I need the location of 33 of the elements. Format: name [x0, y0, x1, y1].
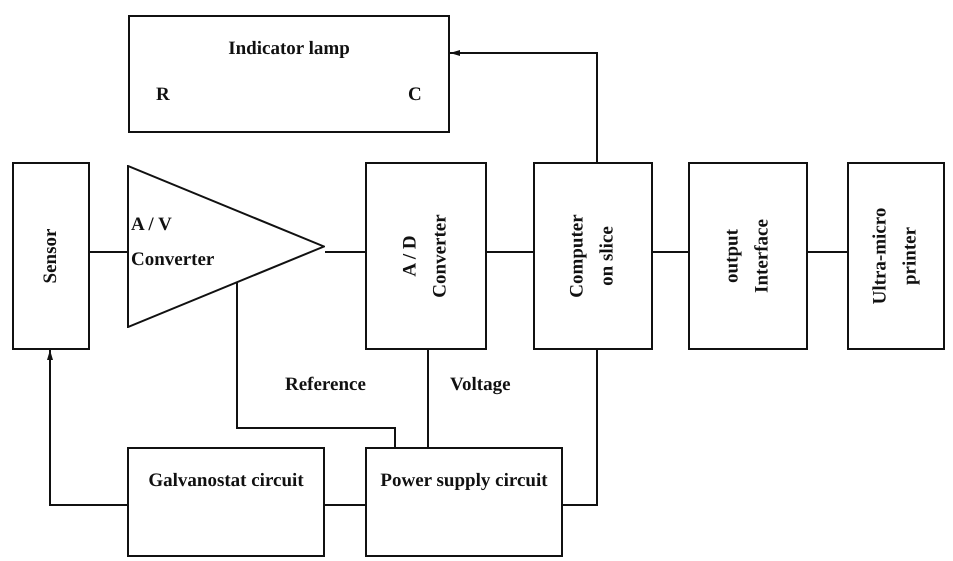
signal-label: Reference	[285, 374, 366, 396]
circuit-box	[365, 447, 563, 557]
connector-line	[808, 251, 847, 253]
component-label: Indicator lamp	[227, 37, 351, 61]
circuit-box	[127, 447, 325, 557]
indicator-box	[128, 15, 450, 133]
amplifier-triangle	[127, 165, 325, 328]
connector-line	[653, 251, 688, 253]
connector-line	[450, 50, 598, 162]
component-label: A / D Converter	[398, 213, 452, 300]
component-label: Power supply circuit	[379, 469, 549, 493]
connector-line	[325, 251, 365, 253]
converter-box	[365, 162, 487, 350]
connector-line	[563, 350, 598, 506]
component-label: Ultra-micro printer	[868, 206, 922, 306]
component-label: Galvanostat circuit	[147, 469, 305, 493]
connector-line	[236, 282, 396, 447]
component-label: A / V Converter	[131, 213, 216, 272]
connector-line	[325, 504, 365, 506]
printer-box	[847, 162, 945, 350]
interface-box	[688, 162, 808, 350]
component-label: output Interface	[720, 218, 774, 295]
connector-line	[487, 251, 533, 253]
terminal-label: R	[156, 83, 170, 107]
sensor-box	[12, 162, 90, 350]
terminal-label: C	[408, 83, 422, 107]
computer-box	[533, 162, 653, 350]
component-label: Sensor	[38, 228, 62, 286]
connector-line	[427, 350, 429, 447]
connector-line	[47, 350, 127, 506]
signal-label: Voltage	[450, 374, 511, 396]
connector-line	[90, 251, 127, 253]
component-label: Computer on slice	[566, 213, 619, 300]
